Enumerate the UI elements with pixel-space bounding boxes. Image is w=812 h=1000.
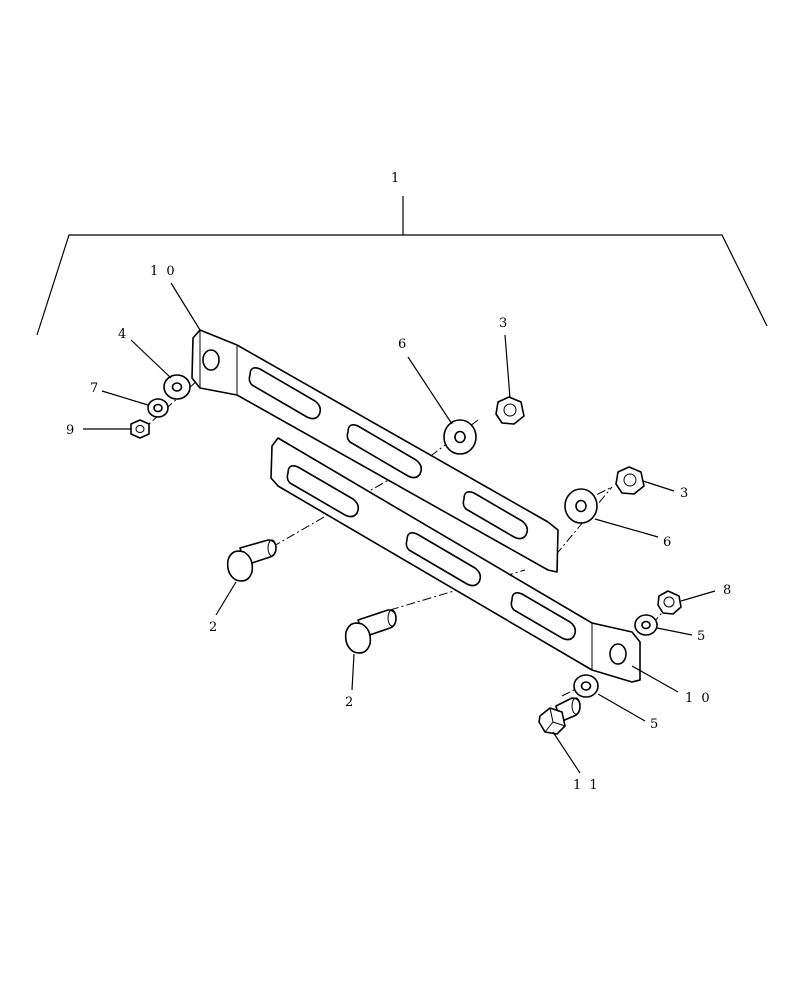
callout-bar-upper: 1 0 [150, 264, 177, 279]
callout-lock-washer-7: 7 [90, 381, 100, 396]
carriage-bolt-2-left [226, 539, 277, 582]
callout-washer-5-upper: 5 [697, 629, 707, 644]
callout-nut-3-top: 3 [499, 316, 509, 331]
washer-6-right [564, 488, 598, 524]
callout-bar-lower: 1 0 [685, 691, 712, 706]
washer-5-lower [573, 674, 599, 698]
callout-washer-4: 4 [118, 327, 128, 342]
washer-5-upper [634, 614, 658, 636]
leader-lines [83, 282, 716, 774]
carriage-bolt-2-center [344, 609, 397, 654]
nut-3-top [495, 396, 525, 425]
nut-8 [657, 590, 682, 615]
callout-nut-3-right: 3 [680, 486, 690, 501]
callout-washer-6-upper: 6 [398, 337, 408, 352]
callout-assembly: 1 [391, 171, 401, 186]
callout-nut-8: 8 [723, 583, 733, 598]
callout-carriage-bolt-center: 2 [345, 695, 355, 710]
lock-washer-7 [147, 398, 169, 418]
lower-slotted-bar [270, 437, 641, 683]
callout-labels: 1 1 0 4 7 9 6 3 3 6 8 5 1 0 5 2 2 1 1 [66, 171, 733, 793]
washer-4 [163, 374, 191, 400]
assembly-bracket [36, 196, 768, 336]
callout-carriage-bolt-left: 2 [209, 620, 219, 635]
upper-slotted-bar [191, 329, 559, 573]
nut-3-right [615, 466, 645, 495]
callout-washer-6-right: 6 [663, 535, 673, 550]
washer-6-upper [443, 419, 477, 455]
nut-9 [130, 419, 150, 439]
callout-hex-bolt-11: 1 1 [573, 778, 600, 793]
callout-nut-9: 9 [66, 423, 76, 438]
callout-washer-5-lower: 5 [650, 717, 660, 732]
hex-bolt-11 [538, 697, 581, 735]
